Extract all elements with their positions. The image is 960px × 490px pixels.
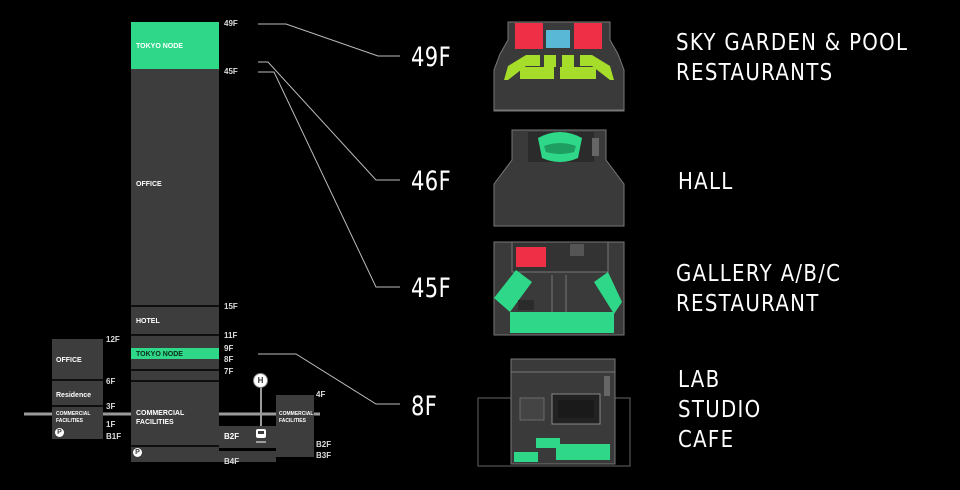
level-floor-49f: 49F — [411, 42, 452, 73]
floor-6f: 6F — [106, 377, 116, 386]
tokyo-node-mid-block — [131, 348, 219, 359]
main-tower — [131, 22, 219, 462]
plan-8f — [477, 358, 631, 467]
level-45f-line-1: GALLERY A/B/C — [676, 261, 842, 287]
hotel-label: HOTEL — [136, 318, 160, 325]
level-floor-45f: 45F — [411, 273, 452, 304]
tokyo-node-mid-label: TOKYO NODE — [136, 351, 183, 358]
left-commercial-label: COMMERCIAL FACILITIES — [56, 411, 91, 424]
residence-label: Residence — [56, 392, 92, 399]
floor-11f: 11F — [224, 331, 238, 340]
level-floor-46f: 46F — [411, 166, 452, 197]
level-49f-line-2: RESTAURANTS — [676, 60, 834, 86]
floor-8f: 8F — [224, 355, 234, 364]
hub-icon: H — [253, 373, 268, 388]
leader-lines — [258, 23, 400, 405]
floor-49f: 49F — [224, 19, 238, 28]
floor-1f: 1F — [106, 420, 116, 429]
level-49f-description: SKY GARDEN & POOL RESTAURANTS — [676, 28, 908, 88]
floor-b3f: B3F — [316, 451, 332, 460]
level-8f-line-2: STUDIO — [678, 397, 762, 423]
level-46f-description: HALL — [678, 167, 734, 197]
floor-45f: 45F — [224, 67, 238, 76]
level-8f-description: LAB STUDIO CAFE — [678, 365, 762, 455]
tower-office-label: OFFICE — [136, 181, 162, 188]
level-8f-line-3: CAFE — [678, 427, 735, 453]
underground-b4-link — [219, 451, 276, 462]
parking-icon-left: P — [55, 428, 64, 437]
floor-b4f: B4F — [224, 457, 240, 466]
floor-9f: 9F — [224, 344, 234, 353]
plan-45f — [493, 241, 625, 336]
left-building — [52, 339, 103, 439]
level-46f-line-1: HALL — [678, 169, 734, 195]
tokyo-node-top-block — [131, 22, 219, 69]
plan-46f — [493, 129, 625, 227]
level-45f-line-2: RESTAURANT — [676, 291, 820, 317]
level-8f-line-1: LAB — [678, 367, 721, 393]
floor-b2f-tower: B2F — [224, 432, 240, 441]
plan-49f — [493, 21, 625, 112]
floor-12f: 12F — [106, 335, 120, 344]
floor-3f: 3F — [106, 402, 116, 411]
floor-15f: 15F — [224, 302, 238, 311]
right-building — [276, 395, 314, 457]
level-floor-8f: 8F — [411, 391, 438, 422]
right-commercial-label: COMMERCIAL FACILITIES — [279, 411, 314, 424]
tokyo-node-top-label: TOKYO NODE — [136, 43, 183, 50]
left-office-label: OFFICE — [56, 357, 82, 364]
level-49f-line-1: SKY GARDEN & POOL — [676, 30, 909, 56]
floor-4f: 4F — [316, 390, 326, 399]
floor-7f: 7F — [224, 367, 234, 376]
floor-b1f: B1F — [106, 432, 122, 441]
parking-icon-tower: P — [133, 448, 142, 457]
level-45f-description: GALLERY A/B/C RESTAURANT — [676, 259, 841, 319]
tower-commercial-label: COMMERCIAL FACILITIES — [136, 410, 185, 426]
train-icon — [256, 429, 266, 443]
floor-b2f-right: B2F — [316, 440, 332, 449]
